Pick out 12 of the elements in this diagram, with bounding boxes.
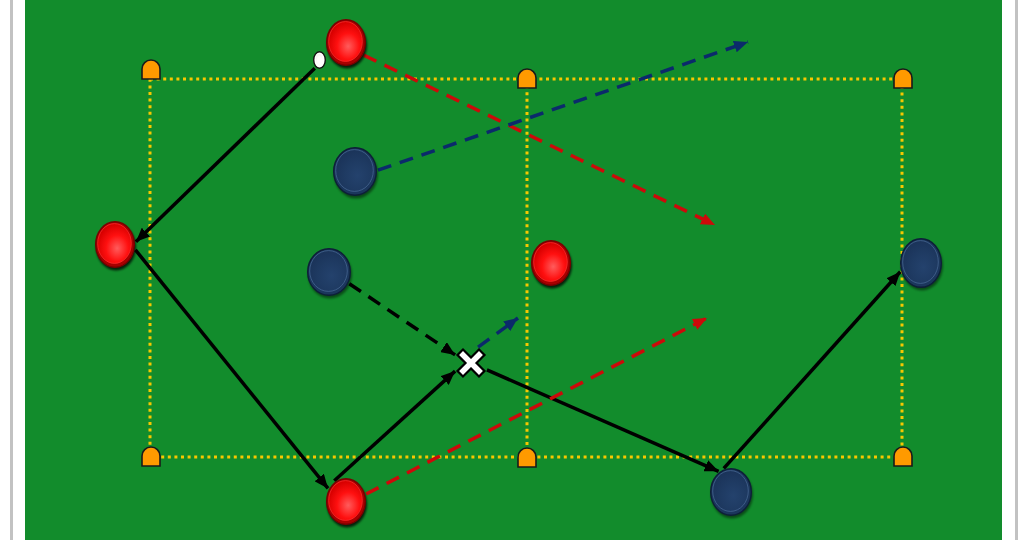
arrow [486, 368, 720, 473]
dashed-arrow [365, 316, 708, 496]
dashed-arrow [377, 40, 749, 172]
dashed-arrow [477, 316, 520, 349]
arrow [722, 270, 902, 470]
ball-icon [311, 50, 327, 70]
arrow [134, 248, 330, 490]
dashed-arrow [348, 282, 457, 357]
arrow [134, 67, 316, 244]
cross-marker-icon [455, 347, 487, 379]
dashed-arrow [362, 53, 716, 227]
arrow [333, 369, 457, 482]
